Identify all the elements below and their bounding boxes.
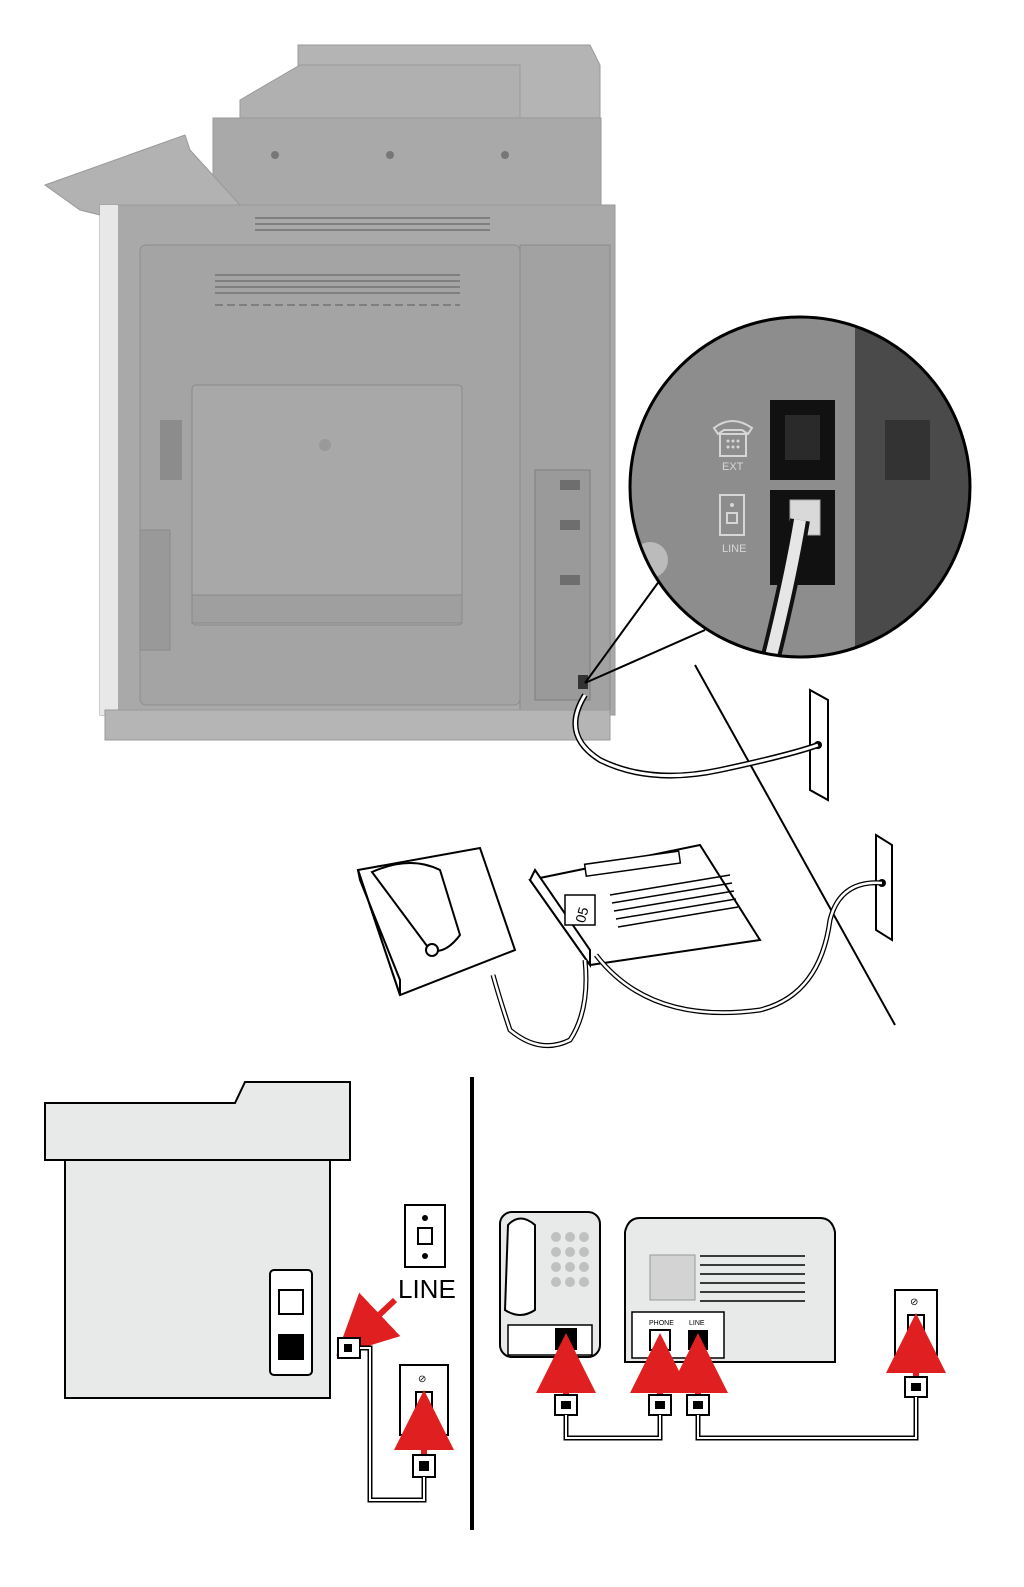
svg-text:⊘: ⊘ [910,1297,918,1308]
telephone-simplified [499,1211,601,1358]
printer-simplified [44,1081,351,1399]
wall-line [694,664,896,1026]
phone-to-machine-cable [490,959,589,1049]
machine-line-port [688,1330,708,1350]
printer-vents [215,217,490,306]
cable-phone-to-machine [563,1415,663,1441]
wall-jack-icon [719,494,745,536]
answering-machine-display: 05 [572,905,592,924]
zoom-callout [584,579,706,684]
phone-port-label: PHONE [649,1320,674,1327]
printer-output-tray [43,134,242,216]
answering-machine-illustration: 05 [528,843,762,969]
line-port-label-small: LINE [722,543,746,555]
answering-machine-simplified: PHONE LINE [624,1217,836,1363]
red-arrow-to-line-port [336,1292,401,1356]
wall-jack-lower [875,833,893,942]
phone-icon [712,420,754,457]
printer-line-port [278,1334,304,1360]
telephone-illustration [356,846,517,997]
ext-port-label: EXT [722,461,744,473]
zoom-port-detail: EXT LINE [628,315,972,659]
line-wall-jack-icon [404,1204,446,1268]
machine-phone-port [649,1329,671,1351]
svg-text:⊘: ⊘ [418,1374,426,1385]
printer-ext-port [278,1289,304,1315]
cable-machine-to-wall [695,1397,919,1441]
printer-rear-door [191,384,463,626]
line-port-label-machine: LINE [689,1320,705,1327]
rj11-plugs-right [554,1376,928,1416]
printer-rear-view [43,44,616,741]
telephone-port [555,1328,577,1350]
line-label: LINE [398,1274,456,1304]
